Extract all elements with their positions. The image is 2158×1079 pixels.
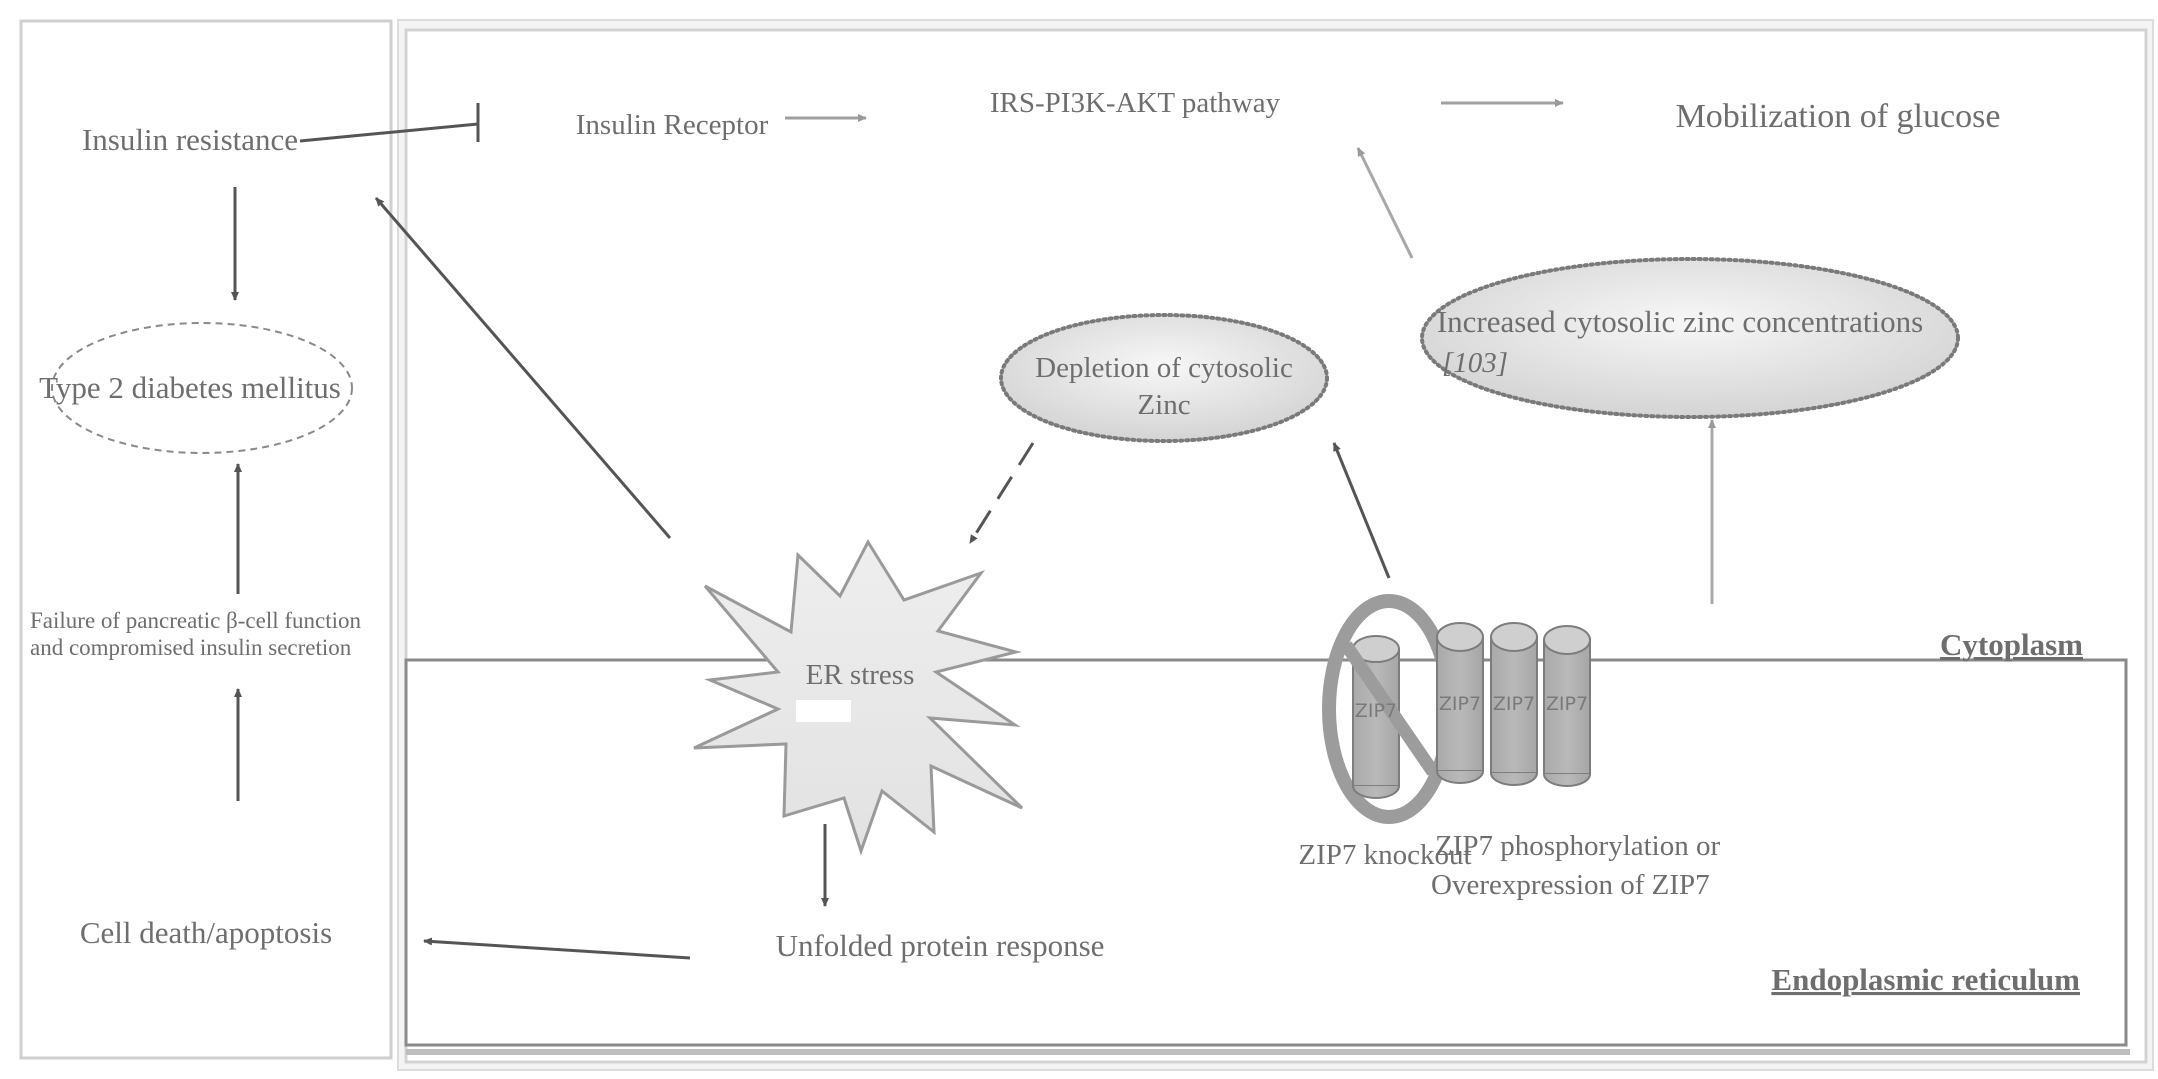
node-beta-cell-failure-line1: Failure of pancreatic β-cell function [30, 608, 361, 633]
node-insulin-receptor: Insulin Receptor [576, 109, 769, 141]
edges [231, 99, 1716, 960]
increased-zinc-reference: [103] [1442, 347, 1508, 379]
node-beta-cell-failure-line2: and compromised insulin secretion [30, 635, 352, 660]
zip7-label: ZIP7 [1546, 693, 1588, 715]
er-stress-blank-patch [796, 700, 851, 722]
zip7-label: ZIP7 [1493, 693, 1535, 715]
er-compartment [404, 658, 2128, 1047]
label-cytoplasm: Cytoplasm [1940, 627, 2083, 662]
node-cell-death: Cell death/apoptosis [80, 915, 332, 950]
node-irs-pathway: IRS-PI3K-AKT pathway [990, 87, 1281, 119]
right-panel [397, 19, 2154, 1071]
left-nodes: Insulin resistance Type 2 diabetes melli… [30, 122, 361, 950]
prohibition-slash [1340, 641, 1439, 776]
node-t2dm: Type 2 diabetes mellitus [39, 370, 341, 405]
right-nodes: Insulin Receptor IRS-PI3K-AKT pathway Mo… [576, 87, 2083, 997]
node-insulin-resistance: Insulin resistance [82, 122, 298, 157]
edge-inhibit-ir [299, 122, 479, 143]
node-increased-zinc: Increased cytosolic zinc concentrations [1437, 304, 1923, 339]
edge-er-insulin-resistance [374, 197, 672, 539]
edge-knockout-depletion [1332, 442, 1391, 579]
node-zip7-knockout: ZIP7 knockout [1298, 839, 1471, 871]
node-glucose-mobilization: Mobilization of glucose [1676, 98, 2001, 135]
node-depletion-line2: Zinc [1137, 389, 1190, 421]
edge-zinc-irs [1356, 147, 1414, 259]
zip7-cylinder-bottom [1352, 785, 1400, 799]
zip7-knockout-label-on-cylinder: ZIP7 [1355, 700, 1397, 722]
er-stress-starburst [693, 538, 1024, 856]
depletion-oval [999, 313, 1329, 443]
increased-zinc-oval [1420, 257, 1960, 419]
node-depletion-line1: Depletion of cytosolic [1035, 352, 1293, 384]
left-panel [19, 19, 393, 1060]
zip7-cylinder-2: ZIP7 [1490, 622, 1538, 786]
zip7-cylinder-3: ZIP7 [1543, 625, 1591, 787]
edge-upr-celldeath [423, 937, 691, 960]
zip7-cylinder-1: ZIP7 [1436, 622, 1484, 784]
node-upr: Unfolded protein response [776, 928, 1105, 963]
node-er-stress: ER stress [806, 659, 915, 691]
node-zip7-phospho-line1: ZIP7 phosphorylation or [1435, 830, 1720, 862]
label-endoplasmic-reticulum: Endoplasmic reticulum [1771, 962, 2080, 997]
zip7-knockout-group: ZIP7 [1322, 594, 1456, 824]
zip7-cluster: ZIP7 ZIP7 ZIP7 [1436, 622, 1591, 787]
left-panel-frame [19, 19, 393, 1060]
t2dm-dashed-oval [51, 322, 353, 454]
node-zip7-phospho-line2: Overexpression of ZIP7 [1431, 869, 1710, 901]
zip7-label: ZIP7 [1439, 693, 1481, 715]
edge-depletion-er-dashed [968, 442, 1035, 544]
